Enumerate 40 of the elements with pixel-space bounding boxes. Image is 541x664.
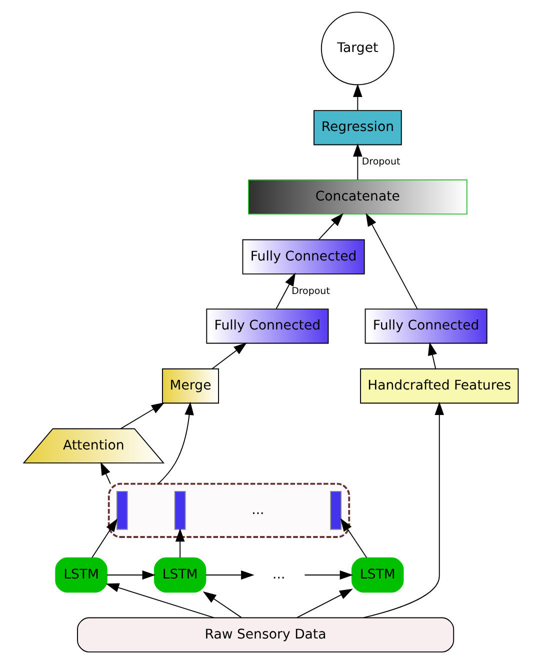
node-box: Fully Connected — [242, 239, 364, 274]
node-box: Raw Sensory Data — [76, 617, 454, 652]
node-box: Fully Connected — [206, 308, 328, 344]
edge-label: Dropout — [291, 286, 330, 297]
arrow — [202, 591, 242, 618]
node-text: ... — [272, 568, 285, 583]
node-box: LSTM — [153, 557, 206, 593]
cluster — [107, 482, 350, 538]
node-box: LSTM — [54, 557, 107, 593]
node-bar — [330, 490, 342, 530]
arrow — [318, 213, 343, 240]
label: ... — [251, 502, 264, 518]
node-box: Fully Connected — [364, 308, 487, 344]
arrow — [427, 342, 436, 370]
arrow — [91, 518, 117, 558]
node-box: Concatenate — [247, 179, 467, 215]
arrow — [204, 570, 254, 580]
arrow — [352, 84, 362, 111]
arrow — [174, 528, 184, 558]
arrow — [352, 143, 362, 180]
node-bar — [174, 490, 186, 530]
node-box: Handcrafted Features — [360, 368, 518, 404]
arrow — [157, 402, 194, 484]
arrow — [120, 402, 164, 430]
arrow — [340, 518, 367, 558]
edge-label: Dropout — [361, 156, 400, 168]
node-box: Regression — [313, 110, 402, 146]
arrow — [296, 588, 352, 618]
arrow — [106, 570, 156, 580]
arrow — [365, 212, 418, 310]
node-box: LSTM — [351, 557, 404, 593]
node-circle: Target — [320, 12, 394, 86]
arrow — [100, 462, 110, 484]
node-bar — [116, 490, 128, 530]
arrow — [211, 342, 246, 370]
arrow — [304, 570, 353, 580]
arrow — [275, 272, 296, 310]
arrow — [105, 583, 214, 618]
arrow — [362, 402, 444, 618]
node-box: Merge — [162, 368, 219, 404]
